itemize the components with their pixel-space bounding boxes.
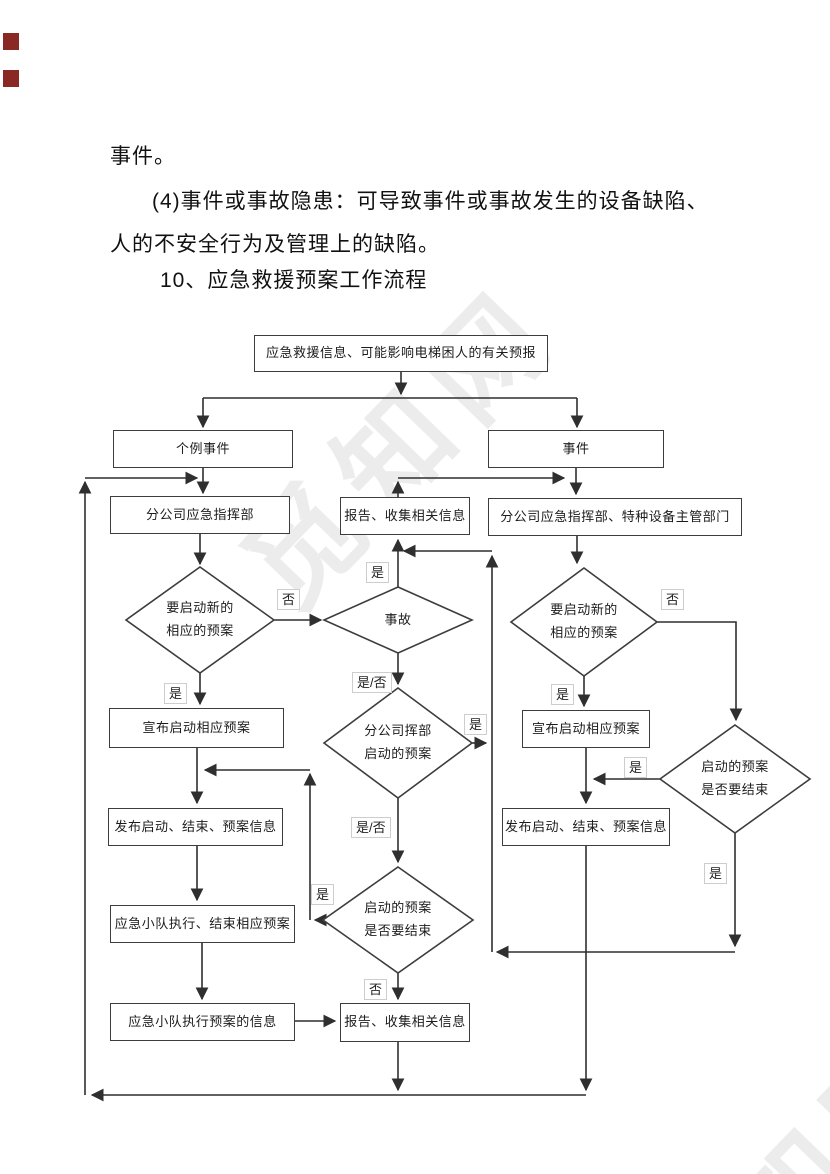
- label-no: 否: [364, 979, 388, 1000]
- label-yes: 是: [464, 714, 488, 735]
- node-announce-plan-right: 宣布启动相应预案: [522, 710, 650, 748]
- decision-plan-end-right: [658, 724, 812, 834]
- decision-accident: [322, 586, 474, 654]
- node-event: 事件: [488, 430, 664, 468]
- decision-plan-end-middle: [321, 866, 475, 974]
- node-team-plan-info: 应急小队执行预案的信息: [110, 1003, 295, 1041]
- node-team-execute-plan: 应急小队执行、结束相应预案: [110, 905, 295, 943]
- label-yes-no: 是/否: [351, 817, 391, 838]
- node-publish-info-left: 发布启动、结束、预案信息: [108, 808, 283, 846]
- node-publish-info-right: 发布启动、结束、预案信息: [502, 808, 670, 846]
- paragraph-line: 事件。: [110, 145, 176, 168]
- decision-need-new-plan-right: [509, 567, 659, 677]
- label-yes: 是: [704, 863, 728, 884]
- page-edge-mark: [3, 33, 19, 50]
- label-yes: 是: [624, 757, 648, 778]
- node-branch-hq: 分公司应急指挥部: [110, 496, 290, 534]
- page-edge-mark: [3, 70, 19, 87]
- label-yes: 是: [164, 683, 188, 704]
- label-yes: 是: [551, 684, 575, 705]
- paragraph-line: (4)事件或事故隐患：可导致事件或事故发生的设备缺陷、: [152, 190, 709, 213]
- node-announce-plan-left: 宣布启动相应预案: [109, 708, 284, 748]
- node-report-collect-top: 报告、收集相关信息: [340, 497, 470, 535]
- node-branch-hq-special-equipment: 分公司应急指挥部、特种设备主管部门: [488, 498, 742, 536]
- decision-branch-started-plan: [322, 687, 474, 799]
- decision-need-new-plan-left: [124, 566, 276, 674]
- label-yes-no: 是/否: [352, 672, 392, 693]
- node-report-collect-bottom: 报告、收集相关信息: [340, 1003, 470, 1042]
- section-heading: 10、应急救援预案工作流程: [160, 269, 428, 292]
- node-individual-case: 个例事件: [113, 430, 293, 468]
- label-yes: 是: [366, 562, 390, 583]
- paragraph-line: 人的不安全行为及管理上的缺陷。: [110, 233, 440, 256]
- label-yes: 是: [311, 884, 335, 905]
- label-no: 否: [277, 589, 301, 610]
- label-no: 否: [661, 589, 685, 610]
- node-emergency-info: 应急救援信息、可能影响电梯困人的有关预报: [254, 335, 548, 372]
